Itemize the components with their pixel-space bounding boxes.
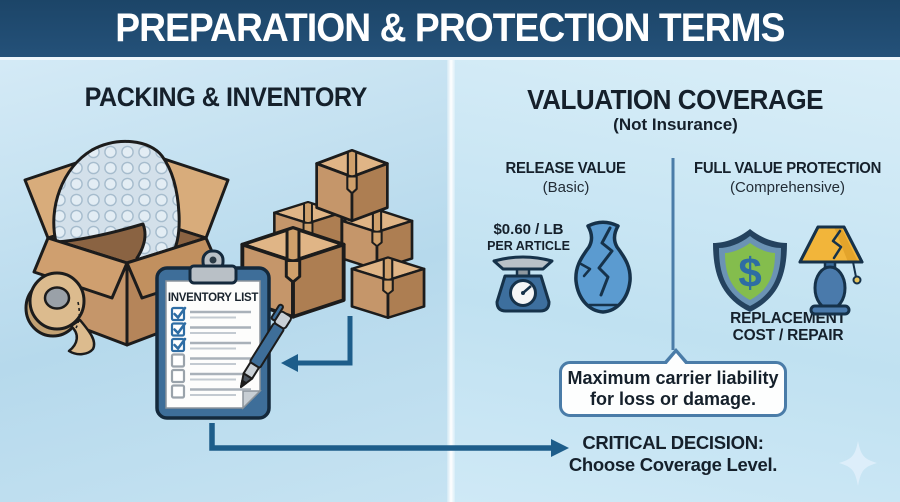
inventory-checklist (170, 306, 251, 399)
arrow-left-icon (281, 354, 298, 372)
inventory-list-title: INVENTORY LIST (168, 292, 258, 304)
arrow-boxes-to-clipboard (281, 316, 353, 372)
checkbox (170, 353, 186, 368)
bubble-wrap-icon (52, 139, 181, 268)
checkbox (170, 322, 186, 337)
release-value-title: RELEASE VALUE (505, 160, 627, 177)
carrier-liability-callout: Maximum carrier liability for loss or da… (559, 348, 787, 417)
full-value-title: FULL VALUE PROTECTION (693, 160, 882, 177)
critical-decision: CRITICAL DECISION: Choose Coverage Level… (568, 432, 778, 475)
cracked-lamp-icon (798, 225, 864, 316)
valuation-title: VALUATION COVERAGE (527, 84, 824, 115)
panel-divider (447, 60, 455, 502)
weight-scale-icon (492, 255, 554, 313)
check-icon (173, 337, 187, 351)
cracked-vase-icon (574, 220, 632, 314)
page-title: PREPARATION & PROTECTION TERMS (115, 6, 785, 50)
full-value-subtitle: (Comprehensive) (729, 179, 846, 196)
arrow-right-icon (551, 439, 569, 457)
sparkle-icon (839, 441, 877, 486)
shield-dollar-icon: $ (713, 229, 787, 312)
rate-line-2: PER ARTICLE (487, 239, 570, 253)
valuation-subtitle: (Not Insurance) (613, 115, 738, 134)
pen-icon (240, 303, 292, 388)
check-icon (173, 306, 187, 320)
release-rate: $0.60 / LB PER ARTICLE (476, 222, 581, 254)
checkbox (170, 306, 186, 322)
arrow-clipboard-to-decision (209, 423, 569, 457)
checkbox (170, 337, 186, 353)
checkbox (170, 368, 186, 384)
rate-line-1: $0.60 / LB (493, 221, 564, 238)
release-value-subtitle: (Basic) (542, 179, 590, 196)
title-banner: PREPARATION & PROTECTION TERMS (0, 0, 900, 60)
check-icon (173, 322, 187, 335)
clipboard-icon: INVENTORY LIST (155, 249, 271, 420)
checkbox (170, 384, 186, 399)
tape-roll-icon (24, 271, 96, 356)
dollar-sign: $ (738, 249, 761, 296)
packing-title: PACKING & INVENTORY (84, 82, 367, 112)
